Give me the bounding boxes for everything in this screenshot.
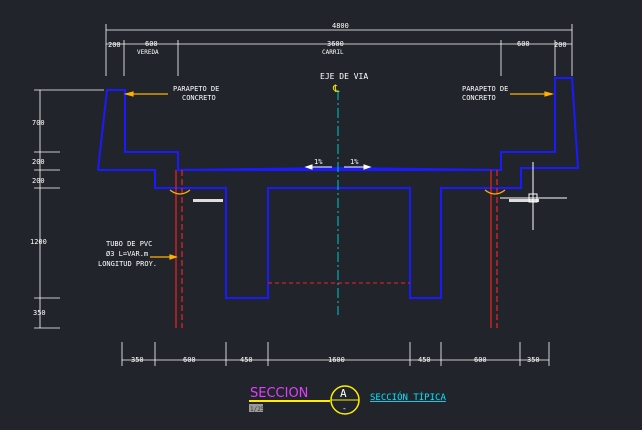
centerline-symbol: ℄	[332, 84, 340, 95]
dim-left-200b: 200	[32, 177, 45, 185]
dim-left-350: 350	[33, 309, 46, 317]
dim-bottom-0: 350	[131, 356, 144, 364]
left-dimension-lines	[34, 89, 104, 329]
dim-bottom-6: 350	[527, 356, 540, 364]
tubo-line3: LONGITUD PROY.	[98, 260, 157, 268]
tubo-line1: TUBO DE PVC	[106, 240, 152, 248]
slope-left-label: 1%	[314, 158, 323, 166]
top-dimension-lines	[105, 24, 573, 76]
dim-left-1200: 1200	[30, 238, 47, 246]
dim-bottom-1: 600	[183, 356, 196, 364]
bearing-note-right	[509, 199, 539, 202]
section-bubble-sub: -	[342, 404, 347, 413]
section-outline-path	[97, 77, 580, 299]
bearing-note-left	[193, 199, 223, 202]
parapeto-right-line1: PARAPETO DE	[462, 85, 508, 93]
parapet-leaders	[123, 91, 555, 260]
pile-right	[490, 170, 498, 328]
dim-top-left-200: 200	[108, 41, 121, 49]
dim-top-vereda: VEREDA	[137, 49, 159, 56]
dim-bottom-3: 1600	[328, 356, 345, 364]
dim-bottom-2: 450	[240, 356, 253, 364]
parapeto-left-line2: CONCRETO	[182, 94, 216, 102]
bottom-dimension-lines	[121, 342, 550, 366]
dim-left-200a: 200	[32, 158, 45, 166]
scale-tag: 1/25	[250, 406, 265, 413]
dim-top-carril: CARRIL	[322, 49, 344, 56]
crosshair-cursor	[500, 162, 567, 230]
dim-top-right-600: 600	[517, 40, 530, 48]
dim-top-total: 4800	[332, 22, 349, 30]
scale-tag-box	[249, 404, 263, 412]
dim-top-right-200: 200	[554, 41, 567, 49]
seccion-tipica-subtitle: SECCIÓN TÍPICA	[370, 391, 446, 403]
dim-left-700: 700	[32, 119, 45, 127]
pile-left	[175, 170, 183, 328]
parapeto-left-line1: PARAPETO DE	[173, 85, 219, 93]
bridge-section-outline	[97, 77, 580, 299]
tubo-line2: Ø3 L=VAR.m	[106, 250, 148, 258]
slope-right-label: 1%	[350, 158, 359, 166]
seccion-title: SECCION	[250, 386, 308, 401]
deck-top-line	[177, 166, 502, 171]
slope-arrows	[304, 164, 372, 170]
dim-top-center: 3600	[327, 40, 344, 48]
dim-bottom-5: 600	[474, 356, 487, 364]
parapeto-right-line2: CONCRETO	[462, 94, 496, 102]
dim-top-left-600: 600	[145, 40, 158, 48]
bearings	[169, 189, 506, 195]
dim-bottom-4: 450	[418, 356, 431, 364]
section-bubble-letter: A	[340, 387, 347, 400]
section-title-block: SECCION 1/25 A - SECCIÓN TÍPICA	[249, 385, 446, 415]
eje-de-via-label: EJE DE VIA	[320, 72, 368, 81]
